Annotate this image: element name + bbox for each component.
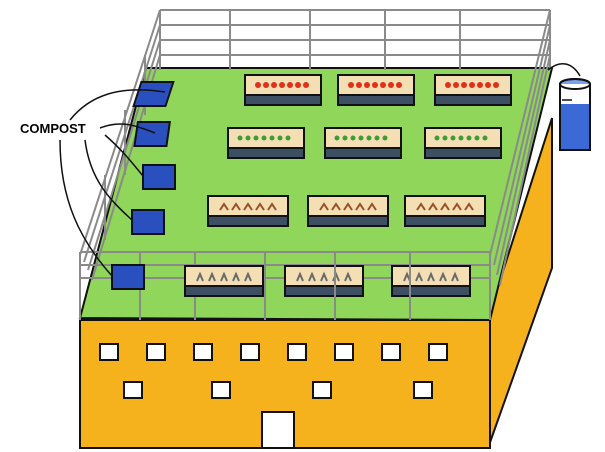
window xyxy=(147,344,165,360)
window xyxy=(241,344,259,360)
compost-bin xyxy=(134,122,169,146)
window xyxy=(429,344,447,360)
window xyxy=(335,344,353,360)
compost-label: COMPOST xyxy=(20,121,86,136)
planter-row-4 xyxy=(185,266,470,296)
window xyxy=(124,382,142,398)
window xyxy=(288,344,306,360)
door xyxy=(262,412,294,448)
planter-row-1 xyxy=(245,75,511,105)
window xyxy=(313,382,331,398)
compost-bin xyxy=(143,165,175,189)
planter-row-3 xyxy=(208,196,485,226)
compost-bin xyxy=(134,82,174,106)
window xyxy=(212,382,230,398)
window xyxy=(382,344,400,360)
window xyxy=(100,344,118,360)
compost-bin xyxy=(112,265,144,289)
window xyxy=(194,344,212,360)
planter-row-2 xyxy=(228,128,501,158)
compost-bin xyxy=(132,210,164,234)
water-tank xyxy=(548,64,590,150)
back-railing xyxy=(160,10,550,70)
window xyxy=(414,382,432,398)
